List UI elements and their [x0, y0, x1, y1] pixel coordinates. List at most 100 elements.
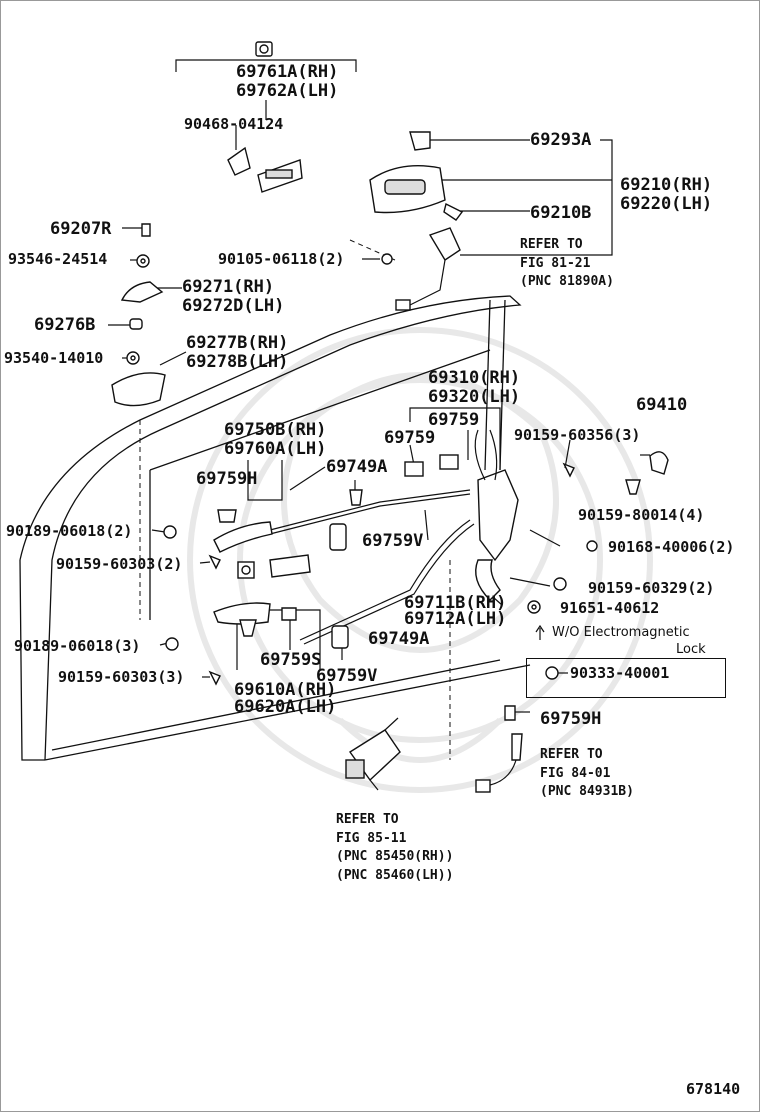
reference-85450-line-3: (PNC 85450(RH)): [336, 849, 453, 864]
label-69278: 69278B(LH): [186, 352, 288, 372]
label-69759v-upper: 69759V: [362, 531, 423, 551]
label-69210b: 69210B: [530, 203, 591, 223]
label-69410: 69410: [636, 395, 687, 415]
label-91651: 91651-40612: [560, 599, 659, 617]
label-90159-60303-2: 90159-60303(2): [56, 555, 182, 573]
part-lock-rod-69711: [299, 519, 475, 645]
label-69276: 69276B: [34, 315, 95, 335]
part-cover-69761: [257, 159, 303, 193]
label-90189-06018-2: 90189-06018(2): [6, 522, 132, 540]
part-bezel-square: [237, 554, 311, 579]
label-90159-60356: 90159-60356(3): [514, 426, 640, 444]
part-striker-69410: [625, 451, 669, 495]
reference-85450-line-1: REFER TO: [336, 812, 399, 827]
label-69759v-lower: 69759V: [316, 666, 377, 686]
part-actuator-85450: [345, 717, 401, 791]
part-bolt-90189-3: [165, 637, 179, 651]
label-69207: 69207R: [50, 219, 112, 239]
label-90468: 90468-04124: [184, 115, 283, 133]
part-protector-69759v: [329, 523, 347, 551]
part-rod-69293: [409, 131, 431, 151]
label-69759-b: 69759: [384, 428, 435, 448]
label-69610: 69610A(RH): [234, 680, 336, 700]
label-69761: 69761A(RH): [236, 62, 338, 82]
part-wiring-81890a: [395, 227, 461, 311]
label-69759h-lower: 69759H: [540, 709, 601, 729]
door-outline: [19, 239, 531, 761]
label-69210rh: 69210(RH): [620, 175, 712, 195]
note-line-1: W/O Electromagnetic: [552, 625, 690, 640]
part-clip-90468: [227, 146, 251, 176]
label-69293: 69293A: [530, 130, 591, 150]
reference-84931b-line-1: REFER TO: [540, 747, 603, 762]
reference-81890a-line-1: REFER TO: [520, 237, 583, 252]
part-inside-handle-rod: [269, 489, 471, 535]
label-90159-80014: 90159-80014(4): [578, 506, 704, 524]
label-93540: 93540-14010: [4, 349, 103, 367]
part-outside-handle-cover: [255, 41, 273, 57]
part-screw-69210b: [443, 202, 464, 221]
label-90159-60303-3: 90159-60303(3): [58, 668, 184, 686]
reference-81890a: REFER TO FIG 81-21 (PNC 81890A): [520, 237, 614, 289]
part-inside-handle-69750: [213, 509, 273, 553]
label-69711: 69711B(RH): [404, 593, 506, 613]
label-69762: 69762A(LH): [236, 81, 338, 101]
figure-number: 678140: [686, 1080, 740, 1098]
part-clip-69759h-lower: [504, 705, 516, 721]
label-90189-06018-3: 90189-06018(3): [14, 637, 140, 655]
label-69272: 69272D(LH): [182, 296, 284, 316]
wo-electromagnetic-lock-note: W/O Electromagnetic Lock: [552, 625, 706, 657]
label-69750: 69750B(RH): [224, 420, 326, 440]
label-69220lh: 69220(LH): [620, 194, 712, 214]
label-69759-a: 69759: [428, 410, 479, 430]
reference-84931b-line-3: (PNC 84931B): [540, 784, 634, 799]
label-69271: 69271(RH): [182, 277, 274, 297]
part-outside-handle-69210: [369, 165, 446, 214]
reference-85450-line-4: (PNC 85460(LH)): [336, 868, 453, 883]
part-91651-marker: [535, 624, 545, 640]
part-bolt-90189-2: [163, 525, 177, 539]
label-69320: 69320(LH): [428, 387, 520, 407]
part-latch-69310: [474, 429, 519, 601]
part-bolt-90105: [381, 253, 393, 265]
part-clip-69759-upper: [404, 454, 459, 477]
reference-85450-line-2: FIG 85-11: [336, 831, 407, 846]
part-switch-84931b: [475, 733, 523, 793]
part-screw-90159-60303-3: [208, 670, 221, 686]
part-bolt-90159-60329: [553, 577, 567, 591]
part-screw-91651: [527, 600, 541, 614]
part-screw-90159-60303-2: [208, 554, 221, 570]
label-69749a-upper: 69749A: [326, 457, 387, 477]
part-protector-69759v-lower: [331, 625, 349, 649]
label-69749a-lower: 69749A: [368, 629, 429, 649]
part-washer-93546: [136, 254, 150, 268]
label-90105: 90105-06118(2): [218, 250, 344, 268]
part-spring-69276: [129, 318, 143, 330]
part-screw-90159-60356: [562, 462, 575, 478]
label-69310: 69310(RH): [428, 368, 520, 388]
part-pin-69207: [141, 223, 151, 237]
part-lever-69271: [120, 281, 164, 303]
label-90168: 90168-40006(2): [608, 538, 734, 556]
label-69277: 69277B(RH): [186, 333, 288, 353]
note-line-2: Lock: [676, 642, 706, 657]
label-69620: 69620A(LH): [234, 697, 336, 717]
part-bolt-90168: [586, 540, 598, 552]
reference-84931b: REFER TO FIG 84-01 (PNC 84931B): [540, 747, 634, 799]
watermark-emblem: [187, 327, 653, 793]
label-69712: 69712A(LH): [404, 609, 506, 629]
part-oring-90333: [545, 666, 568, 680]
reference-81890a-line-3: (PNC 81890A): [520, 274, 614, 289]
label-69759h-upper: 69759H: [196, 469, 257, 489]
label-90159-60329: 90159-60329(2): [588, 579, 714, 597]
label-69759s: 69759S: [260, 650, 321, 670]
label-69760: 69760A(LH): [224, 439, 326, 459]
label-93546: 93546-24514: [8, 250, 107, 268]
part-lever-69277: [111, 372, 166, 407]
reference-85450: REFER TO FIG 85-11 (PNC 85450(RH)) (PNC …: [336, 812, 453, 883]
part-lever-69610: [213, 602, 297, 637]
part-labels: 69761A(RH) 69762A(LH) 90468-04124 69293A…: [4, 62, 734, 729]
part-washer-93540: [126, 351, 140, 365]
reference-81890a-line-2: FIG 81-21: [520, 256, 591, 271]
